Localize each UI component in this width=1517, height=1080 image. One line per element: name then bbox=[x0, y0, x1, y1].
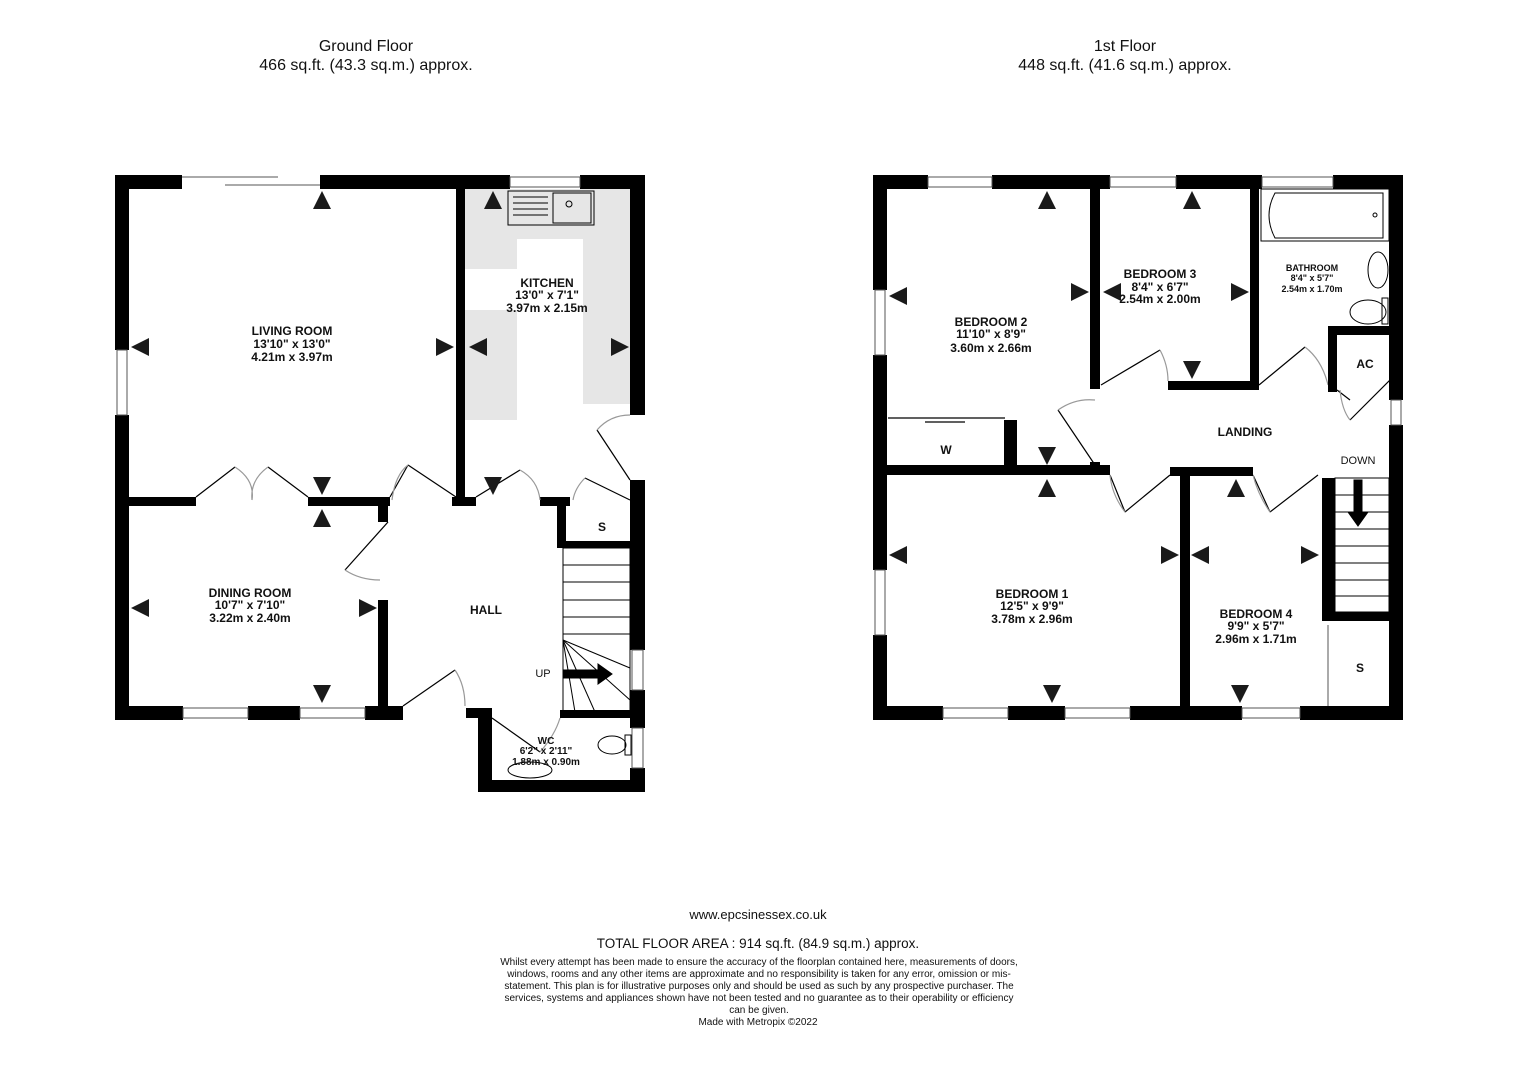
svg-text:10'7" x 7'10": 10'7" x 7'10" bbox=[215, 598, 285, 612]
measurement-arrow-icon bbox=[436, 338, 454, 356]
svg-text:WC: WC bbox=[538, 736, 555, 747]
svg-text:BEDROOM 4: BEDROOM 4 bbox=[1220, 607, 1293, 621]
measurement-arrow-icon bbox=[1231, 283, 1249, 301]
bathroom-fixtures-icon bbox=[1260, 188, 1390, 325]
measurement-arrow-icon bbox=[131, 338, 149, 356]
measurement-arrow-icon bbox=[1231, 685, 1249, 703]
measurement-arrow-icon bbox=[611, 338, 629, 356]
svg-text:13'0" x 7'1": 13'0" x 7'1" bbox=[515, 288, 579, 302]
measurement-arrow-icon bbox=[484, 191, 502, 209]
measurement-arrow-icon bbox=[131, 599, 149, 617]
svg-text:12'5" x 9'9": 12'5" x 9'9" bbox=[1000, 599, 1064, 613]
ground-floor-title: Ground Floor bbox=[318, 38, 414, 55]
svg-text:BEDROOM 1: BEDROOM 1 bbox=[996, 587, 1069, 601]
room-label-wardrobe: W bbox=[940, 443, 952, 457]
room-label-wc: WC 6'2" x 2'11" 1.88m x 0.90m bbox=[512, 736, 580, 768]
first-floor-stairs bbox=[1334, 477, 1390, 613]
svg-text:8'4" x 6'7": 8'4" x 6'7" bbox=[1131, 280, 1188, 294]
svg-text:6'2" x 2'11": 6'2" x 2'11" bbox=[520, 746, 573, 757]
measurement-arrow-icon bbox=[889, 546, 907, 564]
first-floor-walls bbox=[873, 175, 1403, 720]
first-floor-header: 1st Floor 448 sq.ft. (41.6 sq.m.) approx… bbox=[925, 37, 1325, 75]
room-label-store: S bbox=[598, 520, 606, 534]
measurement-arrow-icon bbox=[313, 509, 331, 527]
measurement-arrow-icon bbox=[1043, 685, 1061, 703]
svg-text:8'4" x 5'7": 8'4" x 5'7" bbox=[1291, 273, 1334, 283]
svg-text:13'10" x 13'0": 13'10" x 13'0" bbox=[253, 337, 330, 351]
kitchen-sink-icon bbox=[507, 190, 595, 226]
measurement-arrow-icon bbox=[313, 477, 331, 495]
room-label-bedroom-1: BEDROOM 1 12'5" x 9'9" 3.78m x 2.96m bbox=[991, 587, 1072, 626]
wc-fixtures-icon bbox=[507, 734, 632, 779]
svg-text:LIVING ROOM: LIVING ROOM bbox=[252, 324, 333, 338]
room-label-bedroom-2: BEDROOM 2 11'10" x 8'9" 3.60m x 2.66m bbox=[950, 315, 1031, 355]
svg-text:3.22m x 2.40m: 3.22m x 2.40m bbox=[209, 611, 290, 625]
first-floor-title: 1st Floor bbox=[1093, 38, 1157, 55]
ground-floor-windows bbox=[116, 176, 644, 769]
measurement-arrow-icon bbox=[1038, 479, 1056, 497]
room-label-hall: HALL bbox=[470, 603, 502, 617]
ground-stairs bbox=[562, 547, 631, 713]
room-label-landing: LANDING bbox=[1218, 425, 1273, 439]
measurement-arrow-icon bbox=[1227, 479, 1245, 497]
measurement-arrow-icon bbox=[313, 191, 331, 209]
room-label-dining-room: DINING ROOM 10'7" x 7'10" 3.22m x 2.40m bbox=[209, 586, 292, 625]
measurement-arrow-icon bbox=[1301, 546, 1319, 564]
measurement-arrow-icon bbox=[889, 287, 907, 305]
svg-text:9'9" x 5'7": 9'9" x 5'7" bbox=[1227, 619, 1284, 633]
credit: Made with Metropix ©2022 bbox=[698, 1017, 818, 1028]
stairs-up-label: UP bbox=[535, 668, 550, 680]
room-label-living-room: LIVING ROOM 13'10" x 13'0" 4.21m x 3.97m bbox=[251, 324, 332, 364]
svg-text:2.54m x 1.70m: 2.54m x 1.70m bbox=[1281, 284, 1342, 294]
measurement-arrow-icon bbox=[1183, 361, 1201, 379]
measurement-arrow-icon bbox=[359, 599, 377, 617]
measurement-arrow-icon bbox=[1191, 546, 1209, 564]
ground-floor-walls bbox=[115, 175, 645, 792]
svg-text:3.60m x 2.66m: 3.60m x 2.66m bbox=[950, 341, 1031, 355]
room-label-bedroom-3: BEDROOM 3 8'4" x 6'7" 2.54m x 2.00m bbox=[1119, 267, 1200, 306]
room-label-bedroom-4: BEDROOM 4 9'9" x 5'7" 2.96m x 1.71m bbox=[1215, 607, 1296, 646]
kitchen-units bbox=[465, 189, 630, 420]
ground-floor-header: Ground Floor 466 sq.ft. (43.3 sq.m.) app… bbox=[166, 37, 566, 75]
svg-text:BEDROOM 3: BEDROOM 3 bbox=[1124, 267, 1197, 281]
svg-text:1.88m x 0.90m: 1.88m x 0.90m bbox=[512, 757, 580, 768]
measurement-arrow-icon bbox=[1038, 447, 1056, 465]
measurement-arrow-icon bbox=[313, 685, 331, 703]
stairs-down-label: DOWN bbox=[1341, 455, 1376, 467]
room-label-airing-cupboard: AC bbox=[1356, 357, 1374, 371]
first-floor-area: 448 sq.ft. (41.6 sq.m.) approx. bbox=[1018, 57, 1232, 74]
first-floor-windows bbox=[874, 176, 1402, 719]
website: www.epcsinessex.co.uk bbox=[689, 907, 827, 922]
svg-text:BEDROOM 2: BEDROOM 2 bbox=[955, 315, 1028, 329]
total-floor-area: TOTAL FLOOR AREA : 914 sq.ft. (84.9 sq.m… bbox=[596, 936, 920, 951]
svg-text:2.96m x 1.71m: 2.96m x 1.71m bbox=[1215, 632, 1296, 646]
disclaimer: Whilst every attempt has been made to en… bbox=[500, 957, 1018, 1016]
measurement-arrow-icon bbox=[1183, 191, 1201, 209]
measurement-arrow-icon bbox=[1038, 191, 1056, 209]
measurement-arrow-icon bbox=[1161, 546, 1179, 564]
svg-text:4.21m x 3.97m: 4.21m x 3.97m bbox=[251, 350, 332, 364]
svg-text:BATHROOM: BATHROOM bbox=[1286, 263, 1338, 273]
svg-text:3.78m x 2.96m: 3.78m x 2.96m bbox=[991, 612, 1072, 626]
measurement-arrow-icon bbox=[1071, 283, 1089, 301]
doors bbox=[195, 346, 1396, 753]
measurement-arrows bbox=[131, 191, 1319, 703]
svg-text:DINING ROOM: DINING ROOM bbox=[209, 586, 292, 600]
room-label-kitchen: KITCHEN 13'0" x 7'1" 3.97m x 2.15m bbox=[506, 276, 587, 315]
measurement-arrow-icon bbox=[469, 338, 487, 356]
measurement-arrow-icon bbox=[484, 477, 502, 495]
svg-text:KITCHEN: KITCHEN bbox=[520, 276, 573, 290]
room-label-bathroom: BATHROOM 8'4" x 5'7" 2.54m x 1.70m bbox=[1281, 263, 1342, 294]
room-label-store-first-floor: S bbox=[1356, 661, 1364, 675]
svg-text:3.97m x 2.15m: 3.97m x 2.15m bbox=[506, 301, 587, 315]
ground-floor-area: 466 sq.ft. (43.3 sq.m.) approx. bbox=[259, 57, 473, 74]
svg-text:2.54m x 2.00m: 2.54m x 2.00m bbox=[1119, 292, 1200, 306]
measurement-arrow-icon bbox=[1103, 283, 1121, 301]
svg-text:11'10" x 8'9": 11'10" x 8'9" bbox=[956, 327, 1026, 341]
